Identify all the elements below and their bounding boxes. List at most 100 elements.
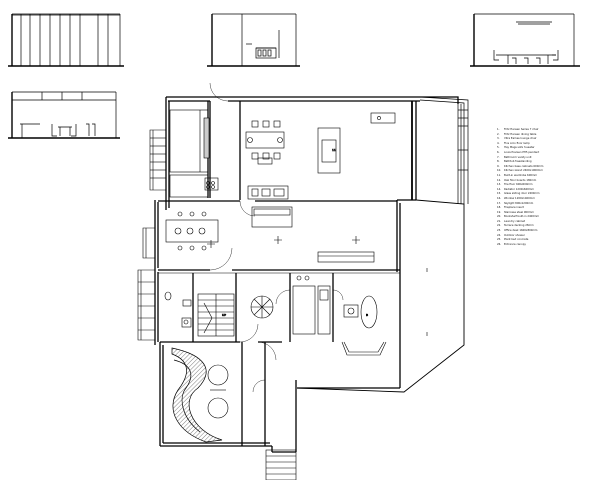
legend-item-number: 23. [497, 229, 502, 233]
legend-item: 5.Hay Mags sofa 3-seater [497, 146, 605, 151]
legend-item-text: Fritz Hansen Series 7 chair [504, 128, 539, 131]
legend-item: 7. Bathroom vanity unit [497, 156, 605, 161]
legend-item-text: Laundry cabinet [504, 219, 526, 223]
legend-item-number: 15. [497, 192, 502, 196]
legend-item: 23.Office desk 1600x800mm [497, 229, 605, 234]
legend-item: 15.Glass sliding door 2400mm [497, 192, 605, 197]
legend-item-text: Vitra Eames lounge chair [504, 137, 537, 141]
utility-room [292, 275, 331, 335]
legend-item-text: Fireplace insert [504, 206, 524, 210]
legend-item-text: Bathroom vanity unit [504, 155, 532, 159]
legend-item-text: Radiator 1200x600mm [504, 187, 534, 191]
legend-item: 3. Vitra Eames lounge chair [497, 137, 605, 142]
legend-list: 1. Fritz Hansen Series 7 chair 2. Fritz Han… [497, 128, 605, 247]
legend-item-text: Flos Arco floor lamp [504, 141, 530, 145]
legend-item: 25.Plant bed concrete [497, 238, 605, 243]
legend-item-text: Hay Mags sofa 3-seater [504, 146, 535, 150]
legend-item-number: 4. [497, 141, 500, 145]
bedroom-wardrobe [171, 347, 223, 443]
legend-item-number: 24. [497, 233, 502, 237]
legend-item-text: Built-in wardrobe 600mm [504, 173, 538, 177]
legend-item-number: 21. [497, 219, 502, 223]
legend-item: 4. Flos Arco floor lamp [497, 142, 605, 147]
legend-item: 18.Fireplace insert [497, 206, 605, 211]
legend-item-number: 2. [497, 132, 500, 136]
left-bay-window [137, 227, 155, 341]
legend-item: 24.Outdoor shower [497, 234, 605, 239]
legend-item-text: Outdoor shower [504, 233, 525, 237]
legend-item-number: 22. [497, 224, 502, 228]
kitchen-area [149, 109, 219, 198]
legend-item-text: Kitchen base cabinets 600mm [504, 164, 544, 168]
legend-item-text: Entrance canopy [504, 242, 526, 246]
legend-item-number: 11. [497, 173, 502, 177]
legend-item-text: Louis Poulsen PH5 pendant [504, 150, 540, 154]
elevation-south [470, 13, 580, 67]
guest-bath [164, 291, 192, 328]
legend-item-number: 8. [497, 160, 500, 164]
legend-item: 14.Radiator 1200x600mm [497, 188, 605, 193]
door-swings [209, 82, 344, 393]
bedroom-furniture [207, 364, 229, 419]
legend-item-number: 20. [497, 215, 502, 219]
bath-label: B [366, 313, 368, 317]
legend-item-text: Bookshelf built-in 2400mm [504, 215, 540, 219]
elevation-east [207, 13, 300, 67]
legend-item-number: 10. [497, 169, 502, 173]
legend-item-number: 16. [497, 196, 502, 200]
legend-item-number: 14. [497, 187, 502, 191]
legend-item-text: Fritz Hansen dining table [504, 132, 537, 136]
legend-item: 12.Oak floor boards 180mm [497, 179, 605, 184]
legend-item-number: 1. [497, 128, 500, 131]
legend-item: 17.Skylight 800x1200mm [497, 202, 605, 207]
legend-item-text: Terrace decking 28mm [504, 224, 534, 228]
legend-item: 8. Bathtub freestanding [497, 160, 605, 165]
legend-item-text: Glass sliding door 2400mm [504, 192, 540, 196]
terrace-deck [296, 199, 465, 393]
kitchen-counter [247, 185, 289, 200]
legend-item: 9. Kitchen base cabinets 600mm [497, 165, 605, 170]
legend-item-text: Office desk 1600x800mm [504, 229, 538, 233]
legend-item-number: 19. [497, 210, 502, 214]
dining-table [245, 120, 285, 165]
legend-item-text: Skylight 800x1200mm [504, 201, 534, 205]
entrance-steps [265, 449, 297, 480]
elevation-north [8, 13, 124, 67]
elevation-west [8, 91, 120, 139]
legend-item: 11.Built-in wardrobe 600mm [497, 174, 605, 179]
legend-item: 2. Fritz Hansen dining table [497, 133, 605, 138]
legend-item: 20.Bookshelf built-in 2400mm [497, 215, 605, 220]
island-label: 11 [332, 148, 336, 152]
living-area [165, 206, 375, 263]
legend-item-number: 18. [497, 206, 502, 210]
terrace-railing [419, 96, 469, 204]
legend-item-text: Oak floor boards 180mm [504, 178, 537, 182]
legend-item-text: Window 1200x1400mm [504, 196, 535, 200]
legend-item-number: 17. [497, 201, 502, 205]
kitchen-island: 11 [317, 112, 396, 174]
legend-item: 6.Louis Poulsen PH5 pendant [497, 151, 605, 156]
master-bath: B [341, 295, 387, 356]
plan-walls [154, 96, 459, 453]
legend-item-number: 26. [497, 242, 502, 246]
staircase: UP [197, 293, 235, 337]
legend-item-number: 7. [497, 155, 500, 159]
legend-item-text: Bathtub freestanding [504, 160, 532, 164]
legend-item: 10.Kitchen island 2400x1000mm [497, 169, 605, 174]
legend-item-number: 13. [497, 183, 502, 187]
legend-item: 22.Terrace decking 28mm [497, 224, 605, 229]
legend-item: 26.Entrance canopy [497, 243, 605, 248]
legend-item-text: Kitchen island 2400x1000mm [504, 169, 543, 173]
legend-item-number: 9. [497, 164, 500, 168]
legend-item: 1. Fritz Hansen Series 7 chair [497, 128, 605, 133]
legend-item: 21.Laundry cabinet [497, 220, 605, 225]
legend-item-text: Staircase steel 900mm [504, 210, 534, 214]
legend-item-text: Tile floor 600x600mm [504, 183, 533, 187]
legend-item: 19.Staircase steel 900mm [497, 211, 605, 216]
legend-item-number: 3. [497, 137, 500, 141]
spiral-stair [250, 295, 274, 319]
legend-item-text: Plant bed concrete [504, 238, 529, 242]
legend-item: 13.Tile floor 600x600mm [497, 183, 605, 188]
legend-item: 16.Window 1200x1400mm [497, 197, 605, 202]
